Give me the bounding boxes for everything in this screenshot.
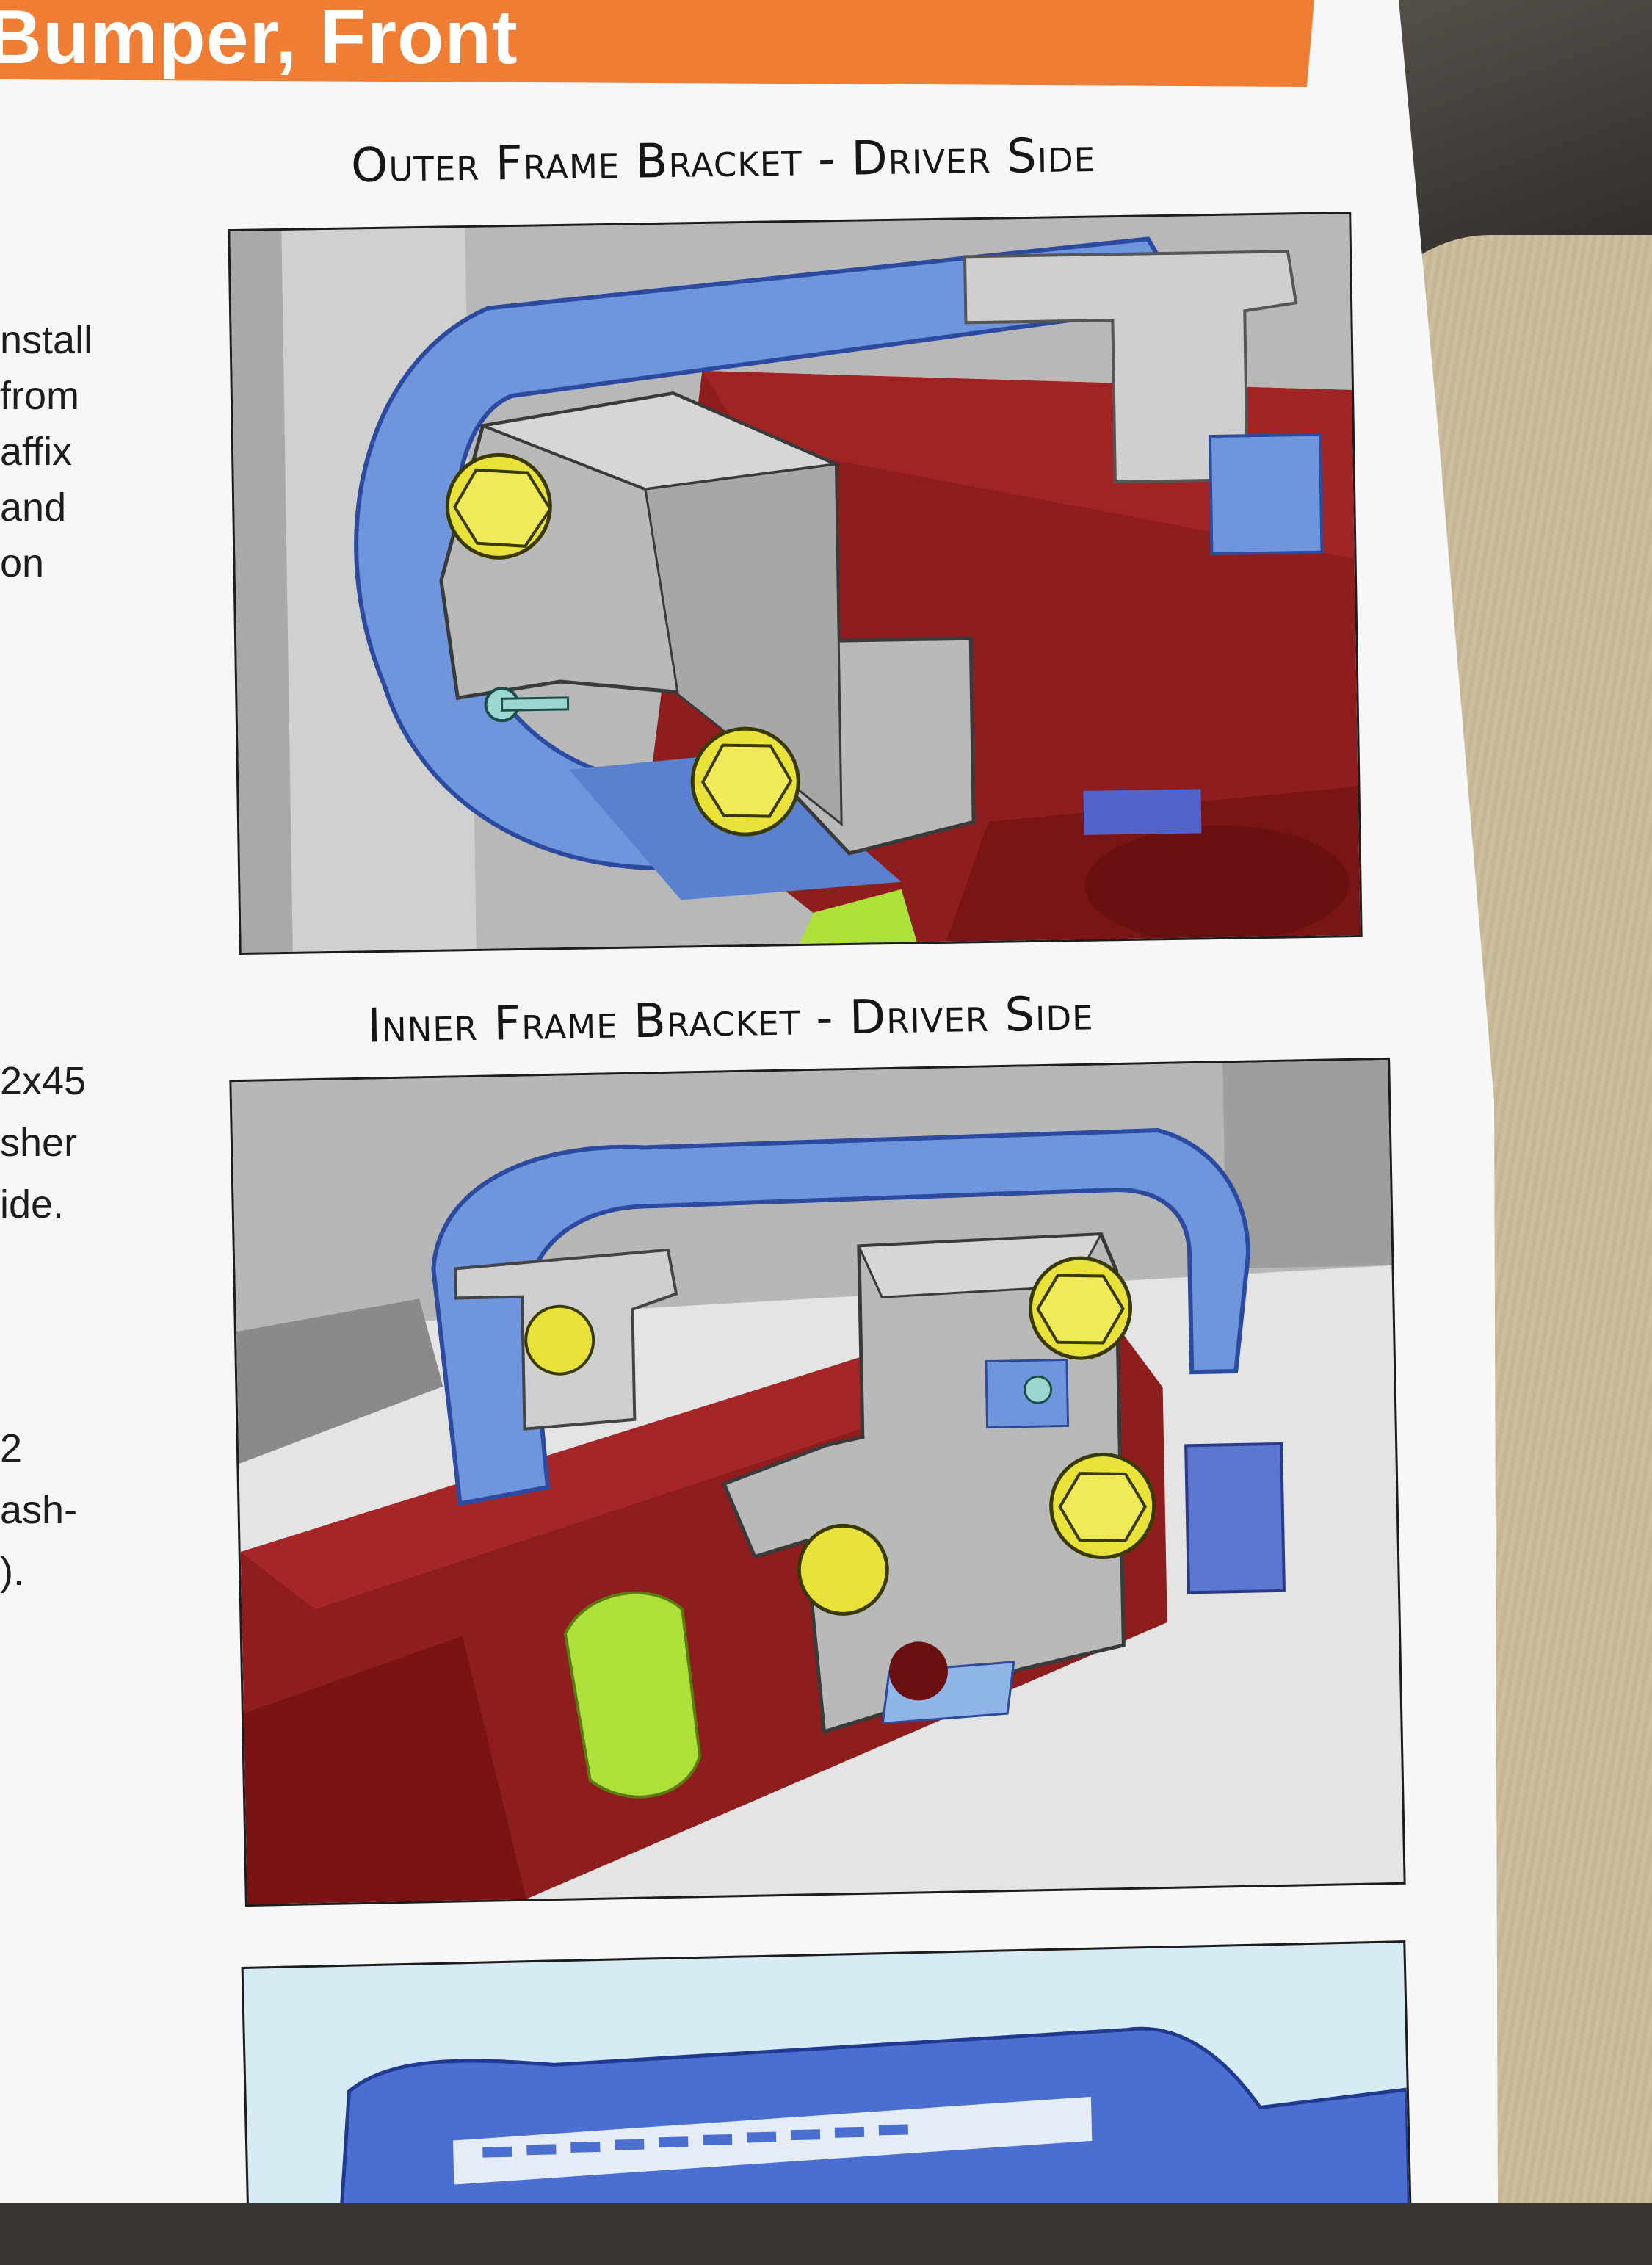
side-text-line: and [0,485,67,530]
side-text-line: 2x45 [0,1059,87,1103]
figure-caption-outer-bracket: Outer Frame Bracket - Driver Side [350,128,1096,194]
figure-inner-frame-bracket [229,1057,1406,1907]
instruction-page: Bumper, Front nstall from affix and on 2… [0,0,1498,2203]
side-text-block-2: 2x45 sher ide. [0,1050,86,1235]
side-text-line: ide. [0,1182,65,1227]
page-header-bar: Bumper, Front [0,0,1314,87]
outer-bracket-illustration [230,214,1361,953]
page-title: Bumper, Front [0,0,518,80]
figure-bumper-partial [241,1940,1413,2203]
side-text-block-3: 2 ash- ). [0,1417,77,1603]
side-text-line: nstall [0,318,93,362]
figure-outer-frame-bracket [228,212,1363,955]
figure-caption-inner-bracket: Inner Frame Bracket - Driver Side [366,986,1095,1054]
side-text-line: from [0,374,79,418]
inner-bracket-illustration [231,1059,1404,1905]
side-text-line: ash- [0,1488,78,1532]
side-text-line: affix [0,430,73,474]
side-text-line: ). [0,1550,24,1594]
bumper-illustration [243,1943,1410,2203]
side-text-line: 2 [0,1426,23,1470]
side-text-block-1: nstall from affix and on [0,312,93,591]
side-text-line: on [0,541,45,585]
side-text-line: sher [0,1121,78,1165]
